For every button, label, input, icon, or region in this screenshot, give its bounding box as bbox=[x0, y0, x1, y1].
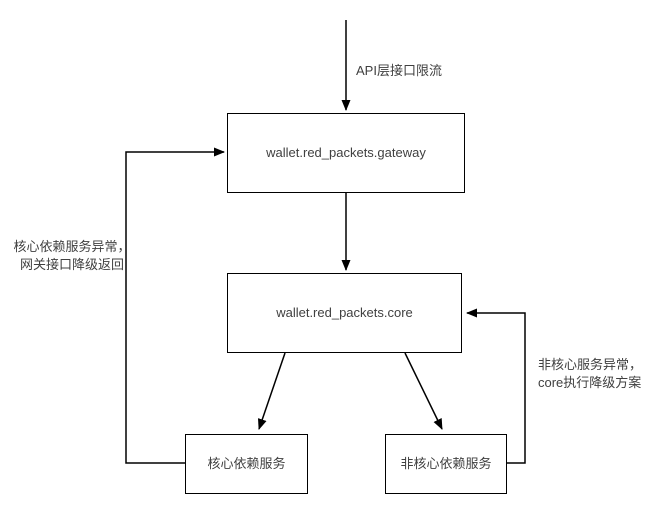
edge-label-gateway-fallback: 核心依赖服务异常， 网关接口降级返回 bbox=[8, 238, 136, 274]
node-core-dependencies-label: 核心依赖服务 bbox=[207, 456, 286, 471]
node-gateway-label: wallet.red_packets.gateway bbox=[266, 145, 426, 160]
node-noncore-dependencies: 非核心依赖服务 bbox=[385, 434, 507, 494]
node-gateway: wallet.red_packets.gateway bbox=[227, 113, 465, 193]
node-core-label: wallet.red_packets.core bbox=[276, 305, 413, 320]
edge-core-to-core-deps bbox=[257, 352, 286, 430]
edge-core-deps-loop-to-gateway bbox=[125, 147, 225, 464]
edge-label-api-throttle: API层接口限流 bbox=[356, 63, 442, 78]
edge-label-gateway-fallback-line1: 核心依赖服务异常， bbox=[13, 239, 131, 254]
edge-label-gateway-fallback-line2: 网关接口降级返回 bbox=[19, 257, 124, 272]
edge-label-core-fallback-line2: core执行降级方案 bbox=[538, 375, 642, 390]
edge-label-core-fallback-line1: 非核心服务异常， bbox=[538, 357, 643, 372]
node-core-dependencies: 核心依赖服务 bbox=[185, 434, 308, 494]
node-noncore-dependencies-label: 非核心依赖服务 bbox=[400, 456, 492, 471]
node-core: wallet.red_packets.core bbox=[227, 273, 462, 353]
edge-noncore-deps-loop-to-core bbox=[466, 308, 526, 464]
edge-core-to-noncore-deps bbox=[404, 352, 443, 430]
edge-label-core-fallback: 非核心服务异常， core执行降级方案 bbox=[538, 356, 642, 392]
